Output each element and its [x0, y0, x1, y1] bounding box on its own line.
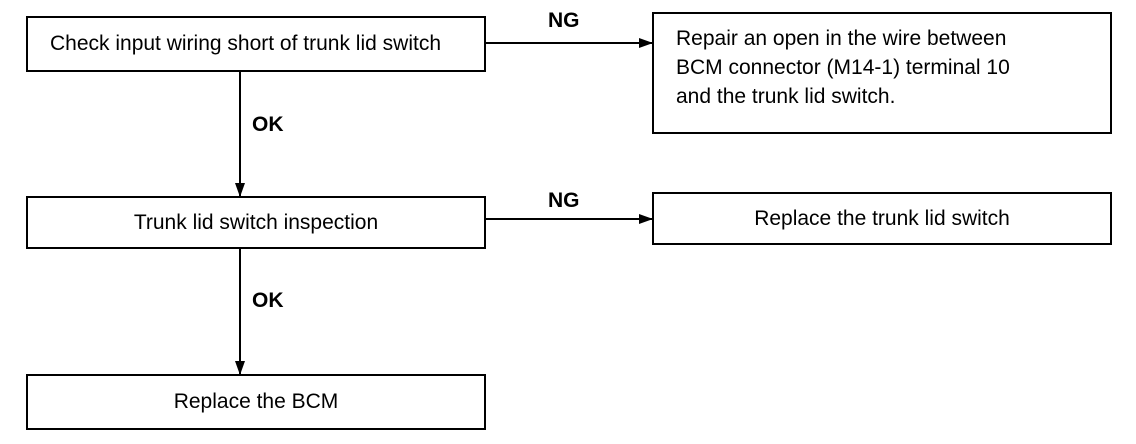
- node-check-input-wiring: Check input wiring short of trunk lid sw…: [26, 16, 486, 72]
- edge-label-ok-2: OK: [252, 289, 284, 312]
- node-trunk-lid-switch-inspection: Trunk lid switch inspection: [26, 196, 486, 249]
- node-replace-trunk-lid-switch: Replace the trunk lid switch: [652, 192, 1112, 245]
- node-label: Trunk lid switch inspection: [133, 210, 379, 234]
- edge-label-ng-1: NG: [548, 9, 580, 32]
- node-label: Replace the BCM: [173, 390, 339, 414]
- edge-label-ng-2: NG: [548, 189, 580, 212]
- node-repair-open-wire: Repair an open in the wire between BCM c…: [652, 12, 1112, 134]
- node-replace-bcm: Replace the BCM: [26, 374, 486, 430]
- node-label-line-3: and the trunk lid switch.: [676, 85, 896, 108]
- node-label: Replace the trunk lid switch: [754, 206, 1010, 230]
- node-label-line-2: BCM connector (M14-1) terminal 10: [676, 56, 1010, 79]
- node-label-line-1: Repair an open in the wire between: [676, 27, 1007, 50]
- node-label: Check input wiring short of trunk lid sw…: [50, 32, 441, 56]
- edge-label-ok-1: OK: [252, 113, 284, 136]
